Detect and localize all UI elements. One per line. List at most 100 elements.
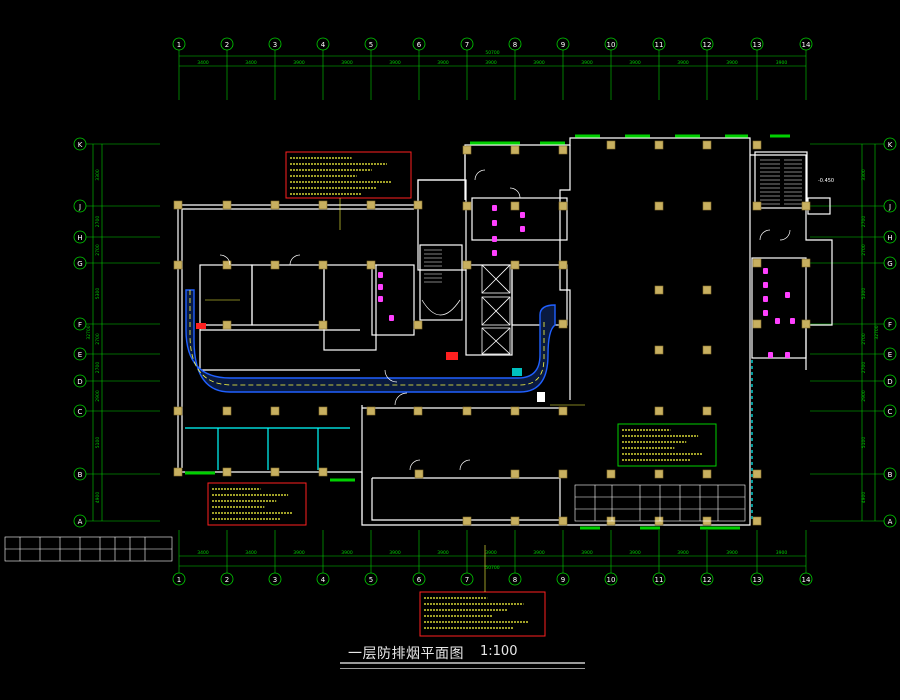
column [462, 145, 472, 155]
axis-bubble [364, 37, 378, 51]
dimension-span: 2700 [861, 244, 867, 256]
axis-bubble [883, 514, 897, 528]
column [558, 201, 568, 211]
axis-label: 7 [465, 576, 469, 584]
axis-label: G [887, 260, 892, 268]
toilet-fixture [790, 318, 795, 324]
column [752, 319, 762, 329]
axis-label: K [78, 141, 83, 149]
column [222, 320, 232, 330]
column [414, 469, 424, 479]
toilet-fixture [378, 284, 383, 290]
dimension-span: 3300 [95, 169, 101, 181]
dimension-span: 2700 [861, 216, 867, 228]
axis-label: 14 [802, 576, 811, 584]
column [173, 200, 183, 210]
axis-bubble [700, 572, 714, 586]
column [702, 406, 712, 416]
axis-grid-right: KJHGFEDCBA330027002700530027002700290051… [810, 137, 897, 528]
column [318, 200, 328, 210]
axis-bubble [799, 572, 813, 586]
dimension-span: 2700 [861, 333, 867, 345]
dimension-span: 4900 [861, 492, 867, 504]
stair-cases [421, 159, 802, 316]
axis-label: 2 [225, 576, 229, 584]
column [510, 469, 520, 479]
column [462, 201, 472, 211]
dimension-span: 3900 [677, 550, 689, 556]
dimension-span: 3900 [726, 550, 738, 556]
axis-bubble [73, 347, 87, 361]
column [510, 201, 520, 211]
axis-bubble [883, 256, 897, 270]
dimension-span: 3900 [437, 550, 449, 556]
axis-bubble [883, 347, 897, 361]
axis-bubble [412, 572, 426, 586]
axis-label: 1 [177, 41, 181, 49]
dimension-span: 3900 [581, 550, 593, 556]
sanitary-fixtures [378, 205, 795, 358]
toilet-fixture [763, 282, 768, 288]
axis-label: 3 [273, 576, 277, 584]
column [173, 406, 183, 416]
dimension-span: 5100 [861, 437, 867, 449]
dimension-span: 3900 [629, 550, 641, 556]
fan-markers [196, 323, 545, 402]
column [801, 258, 811, 268]
axis-label: C [78, 408, 83, 416]
structural-columns [173, 140, 811, 526]
axis-bubble [460, 572, 474, 586]
dimension-total: 32700 [86, 325, 92, 339]
axis-label: 3 [273, 41, 277, 49]
door-swings [219, 169, 791, 471]
column [558, 319, 568, 329]
axis-label: 4 [321, 41, 326, 49]
dimension-span: 2700 [95, 244, 101, 256]
axis-label: B [888, 471, 893, 479]
toilet-fixture [768, 352, 773, 358]
axis-bubble [799, 37, 813, 51]
axis-bubble [364, 572, 378, 586]
axis-bubble [73, 137, 87, 151]
column [270, 260, 280, 270]
dimension-span: 3900 [389, 550, 401, 556]
axis-bubble [220, 572, 234, 586]
axis-bubble [556, 572, 570, 586]
axis-bubble [73, 467, 87, 481]
axis-label: A [888, 518, 893, 526]
glazing [185, 360, 753, 520]
dimension-span: 3900 [341, 60, 353, 66]
dimension-span: 3300 [861, 169, 867, 181]
column [654, 140, 664, 150]
column [702, 140, 712, 150]
dimension-span: 5300 [861, 288, 867, 300]
toilet-fixture [378, 272, 383, 278]
dimension-span: 3400 [197, 550, 209, 556]
axis-label: G [77, 260, 82, 268]
toilet-fixture [492, 205, 497, 211]
axis-bubble [73, 256, 87, 270]
axis-label: 6 [417, 41, 422, 49]
axis-bubble [73, 404, 87, 418]
dimension-span: 3900 [389, 60, 401, 66]
column [752, 469, 762, 479]
axis-label: E [78, 351, 82, 359]
axis-bubble [73, 317, 87, 331]
column [318, 406, 328, 416]
dimension-span: 2700 [861, 362, 867, 374]
axis-bubble [883, 404, 897, 418]
dimension-span: 3900 [485, 550, 497, 556]
axis-label: 14 [802, 41, 811, 49]
toilet-fixture [492, 236, 497, 242]
toilet-fixture [492, 250, 497, 256]
toilet-fixture [763, 310, 768, 316]
axis-label: 1 [177, 576, 181, 584]
toilet-fixture [785, 352, 790, 358]
column [318, 320, 328, 330]
toilet-fixture [492, 220, 497, 226]
axis-bubble [750, 37, 764, 51]
dimension-span: 3900 [629, 60, 641, 66]
dimension-span: 2700 [95, 216, 101, 228]
